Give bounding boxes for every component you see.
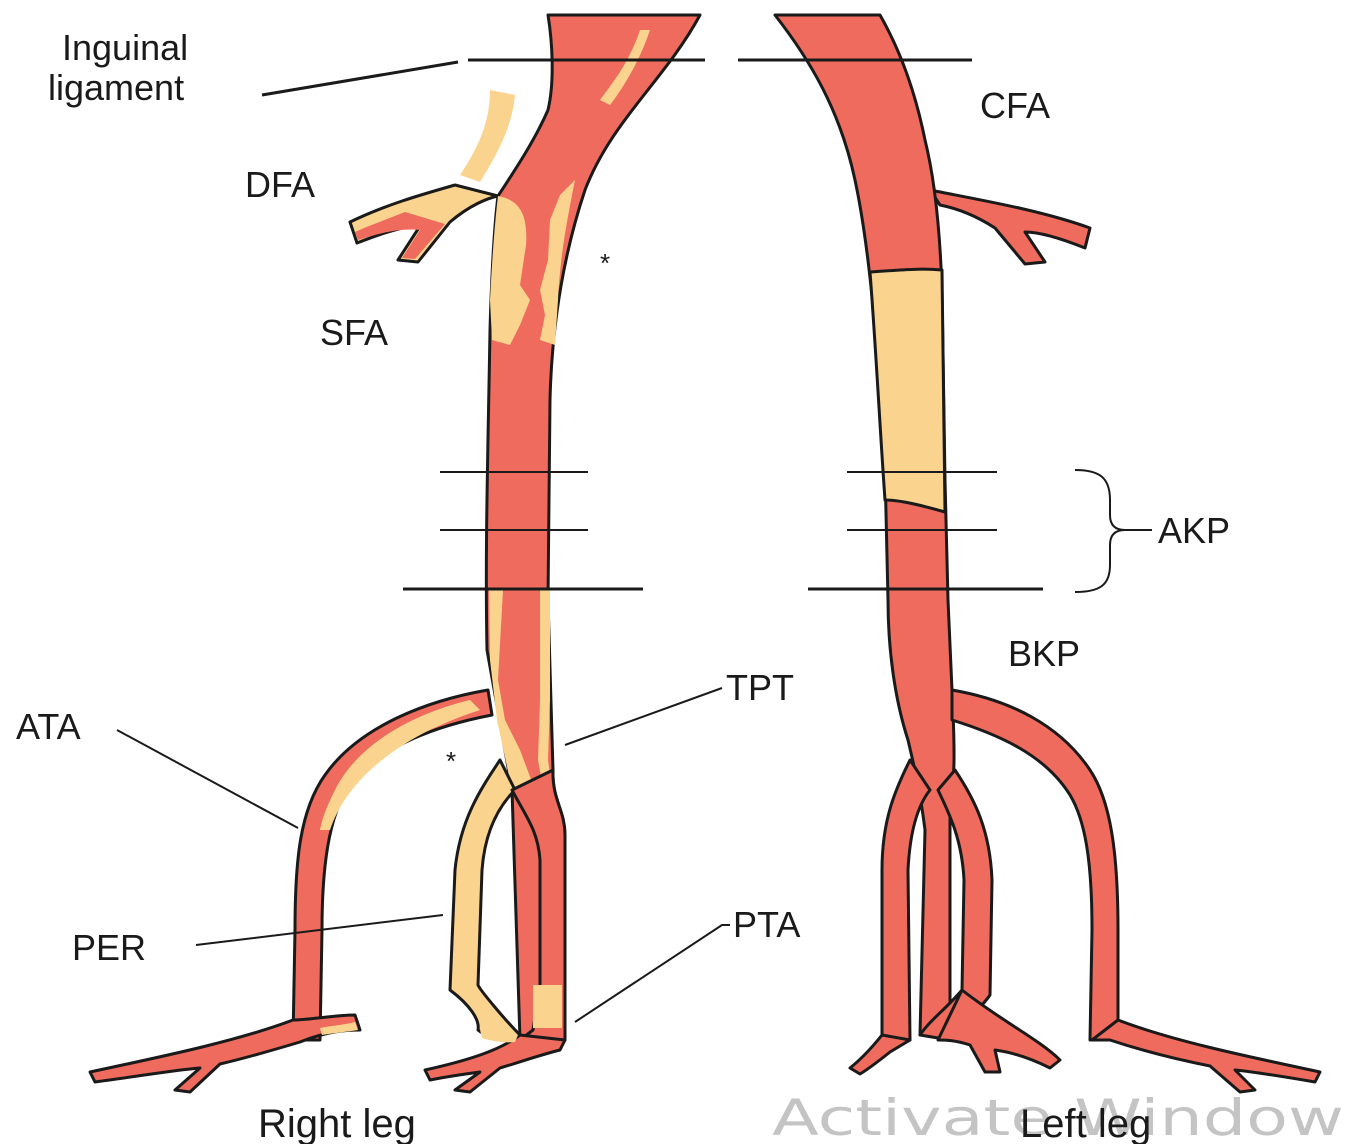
label-ata: ATA <box>16 706 81 747</box>
label-asterisk-upper: * <box>600 248 610 278</box>
label-dfa: DFA <box>245 164 315 205</box>
ata-pointer <box>117 730 298 828</box>
inguinal-pointer <box>262 62 458 95</box>
left-dfa-branch <box>930 190 1090 264</box>
left-leg-arteries <box>775 15 1320 1092</box>
tpt-pointer <box>565 688 722 745</box>
left-main-trunk <box>775 15 954 1035</box>
right-foot-lateral-branches <box>90 1015 360 1092</box>
label-per: PER <box>72 927 146 968</box>
caption-left-leg: Left leg <box>1020 1102 1151 1144</box>
right-foot-medial-branches <box>425 1035 565 1092</box>
right-pta-plaque <box>533 985 562 1028</box>
left-foot-branches-middle <box>938 990 1060 1072</box>
label-akp: AKP <box>1158 510 1230 551</box>
left-foot-branches-left <box>850 1035 910 1074</box>
right-per-trunk <box>450 760 520 1038</box>
label-sfa: SFA <box>320 312 388 353</box>
label-pta: PTA <box>733 904 800 945</box>
left-sfa-occlusion <box>870 269 945 512</box>
label-inguinal-line2: ligament <box>48 67 184 108</box>
pta-pointer <box>575 925 730 1022</box>
right-main-trunk <box>486 15 700 1040</box>
label-tpt: TPT <box>726 667 794 708</box>
caption-right-leg: Right leg <box>258 1102 416 1144</box>
label-asterisk-lower: * <box>446 746 456 776</box>
right-leg-arteries <box>90 15 700 1092</box>
akp-bracket <box>1075 470 1125 592</box>
left-foot-branches-right <box>1092 1020 1320 1092</box>
label-bkp: BKP <box>1008 633 1080 674</box>
label-cfa: CFA <box>980 85 1050 126</box>
right-sfa-plaque-outer <box>460 90 515 182</box>
labels: Inguinal ligament DFA SFA CFA AKP BKP TP… <box>16 27 1230 968</box>
label-inguinal-line1: Inguinal <box>62 27 188 68</box>
